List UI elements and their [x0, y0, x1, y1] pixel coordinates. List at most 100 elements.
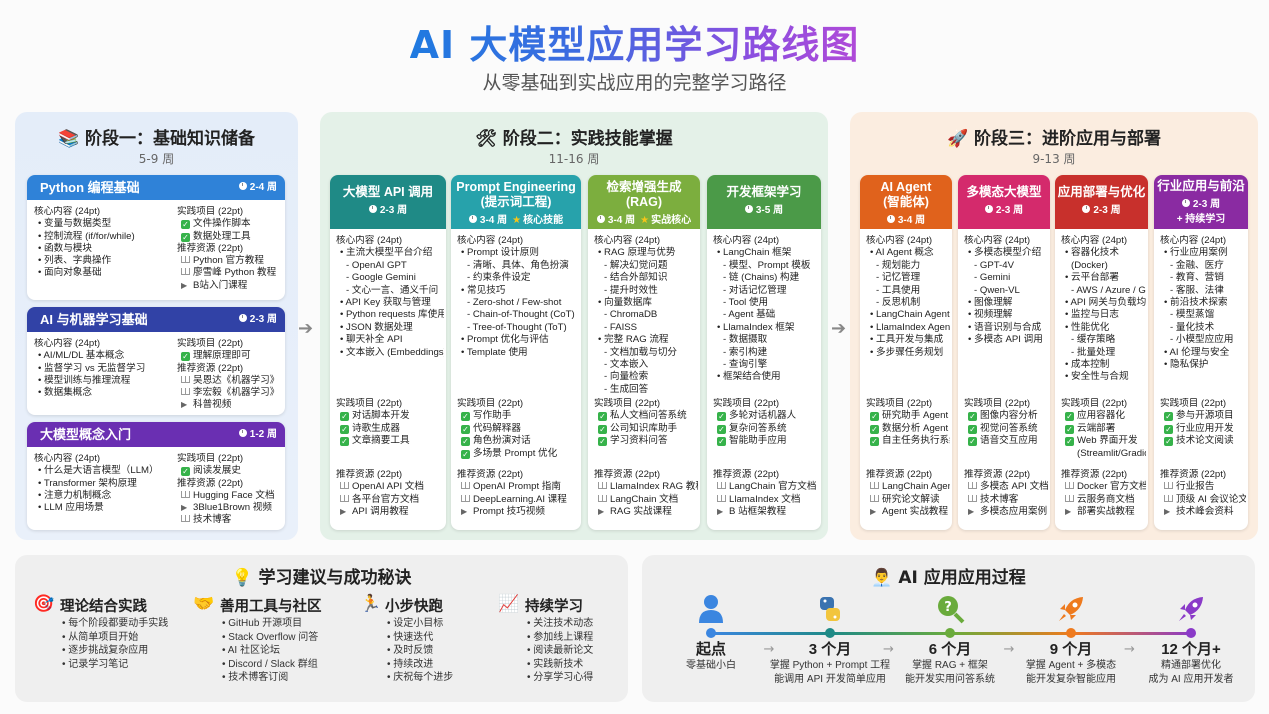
section-label: 推荐资源 (22pt) — [964, 469, 1031, 480]
tip-list: • 每个阶段都要动手实践• 从简单项目开始• 逐步挑战复杂应用• 记录学习笔记 — [62, 617, 168, 671]
bullet: • — [1164, 247, 1171, 259]
item-text: 控制流程 (if/for/while) — [44, 230, 135, 242]
core-item: - GPT-4V — [964, 260, 1048, 272]
item-text: 分享学习心得 — [533, 672, 594, 683]
core-item: • 常见技巧 — [457, 285, 579, 297]
item-text: 多轮对话机器人 — [729, 410, 797, 422]
resource-item[interactable]: LlamaIndex 文档 — [713, 494, 819, 506]
resource-item[interactable]: 吴恩达《机器学习》 — [177, 375, 283, 387]
resource-item[interactable]: Hugging Face 文档 — [177, 490, 283, 502]
item-text: 设定小目标 — [393, 618, 444, 629]
bullet: • — [38, 387, 45, 399]
resource-item[interactable]: ▶RAG 实战课程 — [594, 506, 698, 518]
tip-item: • Stack Overflow 问答 — [222, 631, 318, 645]
item-text: - 查询引擎 — [723, 359, 768, 371]
core-item: - 缓存策略 — [1061, 334, 1146, 346]
arrow-icon: → — [1124, 642, 1135, 657]
resources-section: 推荐资源 (22pt)OpenAI API 文档各平台官方文档▶API 调用教程 — [336, 469, 444, 525]
resource-item[interactable]: 多模态 API 文档 — [964, 481, 1048, 493]
resource-item[interactable]: ▶Prompt 技巧视频 — [457, 506, 579, 518]
core-item: - 约束条件设定 — [457, 272, 579, 284]
check-icon: ✓ — [340, 437, 349, 447]
item-text: 阅读最新论文 — [533, 645, 594, 656]
core-item: - 文本嵌入 — [594, 359, 698, 371]
resource-item[interactable]: LangChain Agents 文档 — [866, 481, 950, 493]
item-text: - Agent 基础 — [723, 309, 776, 321]
resource-item[interactable]: LlamaIndex RAG 教程 — [594, 481, 698, 493]
resource-item[interactable]: 顶级 AI 会议论文 — [1160, 494, 1246, 506]
timeline-title: 👨‍💼 AI 应用应用过程 — [871, 568, 1026, 588]
resource-item[interactable]: ▶B 站框架教程 — [713, 506, 819, 518]
resource-item[interactable]: 李宏毅《机器学习》 — [177, 387, 283, 399]
core-item: - 生成回答 — [594, 384, 698, 396]
item-text: 图像理解 — [974, 297, 1013, 309]
resource-item[interactable]: 技术博客 — [964, 494, 1048, 506]
item-text: 行业报告 — [1176, 481, 1215, 493]
core-item: • 多模态 API 调用 — [964, 334, 1048, 346]
tip-item: • 持续改进 — [387, 658, 453, 672]
item-text: - 教育、营销 — [1170, 272, 1224, 284]
bullet: • — [461, 346, 467, 358]
core-section: 核心内容 (24pt)• 行业应用案例- 金融、医疗- 教育、营销- 客服、法律… — [1160, 235, 1246, 397]
weeks-text: 3-4 周 — [897, 215, 926, 226]
resource-item[interactable]: ▶3Blue1Brown 视频 — [177, 502, 283, 514]
resource-item[interactable]: 技术博客 — [177, 514, 283, 526]
tip-item: • 逐步挑战复杂应用 — [62, 644, 168, 658]
rocket-icon — [1176, 594, 1206, 624]
bullet: • — [38, 502, 45, 514]
resource-item[interactable]: ▶API 调用教程 — [336, 506, 444, 518]
check-icon: ✓ — [181, 352, 190, 362]
card-title: AI 与机器学习基础 — [40, 312, 148, 327]
resources-section: 推荐资源 (22pt)LangChain Agents 文档研究论文解读▶Age… — [866, 469, 950, 525]
resource-item[interactable]: OpenAI Prompt 指南 — [457, 481, 579, 493]
resource-item[interactable]: 研究论文解读 — [866, 494, 950, 506]
resource-item[interactable]: ▶B站入门课程 — [177, 280, 283, 292]
practice-item: ✓角色扮演对话 — [457, 435, 579, 447]
practice-section: 实践项目 (22pt)✓多轮对话机器人✓复杂问答系统✓智能助手应用 — [713, 398, 819, 466]
section-label: 推荐资源 (22pt) — [713, 469, 780, 480]
item-text: 向量数据库 — [604, 297, 652, 309]
practice-item: ✓视觉问答系统 — [964, 423, 1048, 435]
resource-item[interactable]: ▶技术峰会资料 — [1160, 506, 1246, 518]
section-label: 实践项目 (22pt) — [177, 206, 244, 217]
item-text: - 记忆管理 — [876, 272, 921, 284]
resource-item[interactable]: ▶多模态应用案例 — [964, 506, 1048, 518]
bullet: • — [968, 309, 975, 321]
card-weeks: 2-3 周 — [1055, 203, 1148, 218]
resource-item[interactable]: LangChain 官方文档 — [713, 481, 819, 493]
core-section: 核心内容 (24pt)• 什么是大语言模型（LLM）• Transformer … — [34, 453, 176, 514]
resource-item[interactable]: LangChain 文档 — [594, 494, 698, 506]
resource-item[interactable]: Python 官方教程 — [177, 255, 283, 267]
item-text: - 工具使用 — [876, 284, 921, 296]
practice-item: ✓云端部署 — [1061, 423, 1146, 435]
resource-item[interactable]: 行业报告 — [1160, 481, 1246, 493]
resource-item[interactable]: ▶科普视频 — [177, 399, 283, 411]
resource-item[interactable]: 廖雪峰 Python 教程 — [177, 267, 283, 279]
resource-item[interactable]: 云服务商文档 — [1061, 494, 1146, 506]
timeline-node — [1186, 628, 1196, 638]
resource-item[interactable]: OpenAI API 文档 — [336, 481, 444, 493]
bullet: • — [1065, 309, 1072, 321]
item-text: - 小模型应应用 — [1170, 334, 1234, 346]
resource-item[interactable]: DeepLearning.AI 课程 — [457, 494, 579, 506]
section-label: 推荐资源 (22pt) — [1061, 469, 1128, 480]
resource-item[interactable]: ▶Agent 实战教程 — [866, 506, 950, 518]
section-label: 推荐资源 (22pt) — [177, 242, 244, 254]
weeks-text: 2-3 周 — [379, 205, 408, 216]
timeline-node — [1066, 628, 1076, 638]
item-text: RAG 实战课程 — [610, 506, 672, 518]
resource-item[interactable]: 各平台官方文档 — [336, 494, 444, 506]
resource-item[interactable]: ▶部署实战教程 — [1061, 506, 1146, 518]
resource-item[interactable]: Docker 官方文档 — [1061, 481, 1146, 493]
item-text: AI Agent 概念 — [875, 247, 934, 259]
card-extra: + 持续学习 — [1176, 214, 1226, 225]
item-text: - 生成回答 — [604, 383, 649, 395]
practice-item: ✓数据处理工具 — [177, 231, 283, 243]
section-label: 实践项目 (22pt) — [866, 398, 933, 409]
core-item: • 函数与模块 — [34, 243, 176, 255]
section-label: 推荐资源 (22pt) — [1160, 469, 1227, 480]
